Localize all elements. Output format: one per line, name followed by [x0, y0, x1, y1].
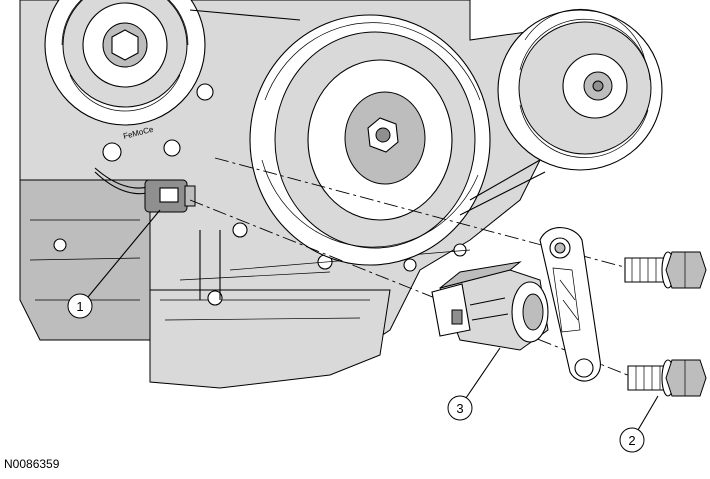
callout-2-label: 2 — [628, 433, 635, 448]
callout-2: 2 — [619, 395, 659, 453]
camshaft-position-sensor — [431, 227, 601, 382]
sensor-electrical-connector — [94, 167, 196, 213]
callout-1-label: 1 — [76, 299, 83, 314]
sensor-bolt-lower — [627, 359, 707, 397]
crankshaft-pulley — [249, 14, 491, 266]
callout-3: 3 — [447, 347, 501, 421]
callout-3-label: 3 — [456, 401, 463, 416]
callout-1: 1 — [67, 209, 161, 319]
figure-reference-code: N0086359 — [4, 457, 60, 471]
drive-belt — [189, 9, 546, 216]
tensioner-pulley — [44, 0, 206, 126]
sensor-bolt-upper — [624, 251, 707, 289]
ac-compressor-clutch — [497, 8, 663, 171]
